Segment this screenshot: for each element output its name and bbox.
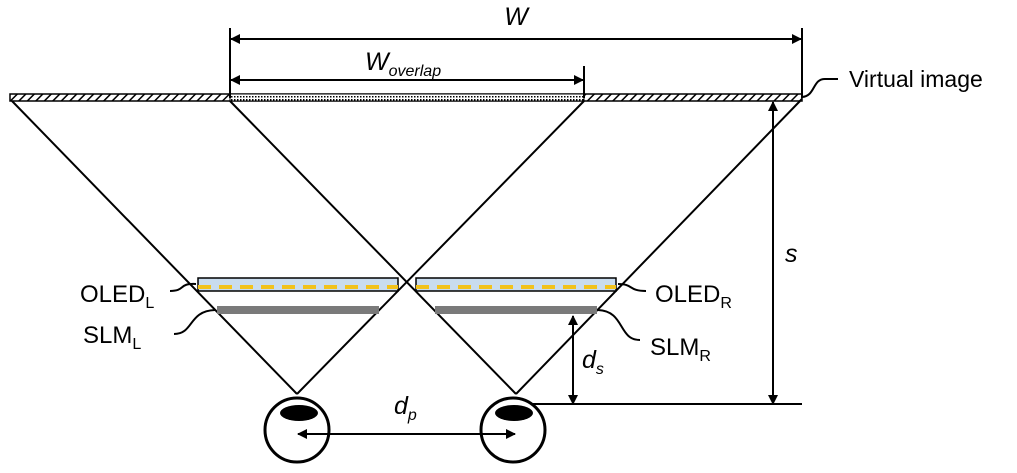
dimension-w-overlap (230, 66, 585, 98)
virtual-image-leader (801, 77, 838, 98)
dimension-s (520, 101, 802, 405)
label-oled-right: OLEDR (655, 281, 732, 312)
label-dp: dp (394, 392, 417, 424)
oled-right-panel (415, 277, 617, 292)
right-eye (479, 396, 547, 464)
label-virtual-image: Virtual image (849, 66, 983, 92)
left-eye-pupil (280, 405, 318, 421)
oled-left-panel (197, 277, 399, 292)
right-cone-outer-line (515, 100, 801, 395)
label-ds: ds (582, 346, 604, 378)
label-slm-left: SLML (83, 322, 141, 353)
slm-left-leader (173, 309, 216, 335)
virtual-image-plane (9, 93, 803, 102)
overlap-region (229, 93, 585, 102)
label-slm-right: SLMR (650, 334, 711, 365)
oled-left-leader (169, 282, 197, 292)
label-oled-left: OLEDL (80, 281, 154, 312)
left-cone-inner-line (296, 100, 585, 395)
left-cone-outer-line (11, 100, 298, 395)
slm-right-leader (597, 309, 641, 341)
left-eye (263, 396, 331, 464)
right-eye-pupil (495, 405, 533, 421)
label-w: W (504, 3, 530, 31)
slm-right-panel (435, 306, 597, 314)
label-w-overlap: Woverlap (365, 48, 441, 80)
slm-left-panel (217, 306, 379, 314)
dimension-w (229, 28, 803, 98)
viewing-cones (11, 100, 801, 395)
label-s: s (785, 240, 798, 268)
oled-right-leader (617, 283, 647, 292)
right-cone-inner-line (229, 100, 517, 395)
